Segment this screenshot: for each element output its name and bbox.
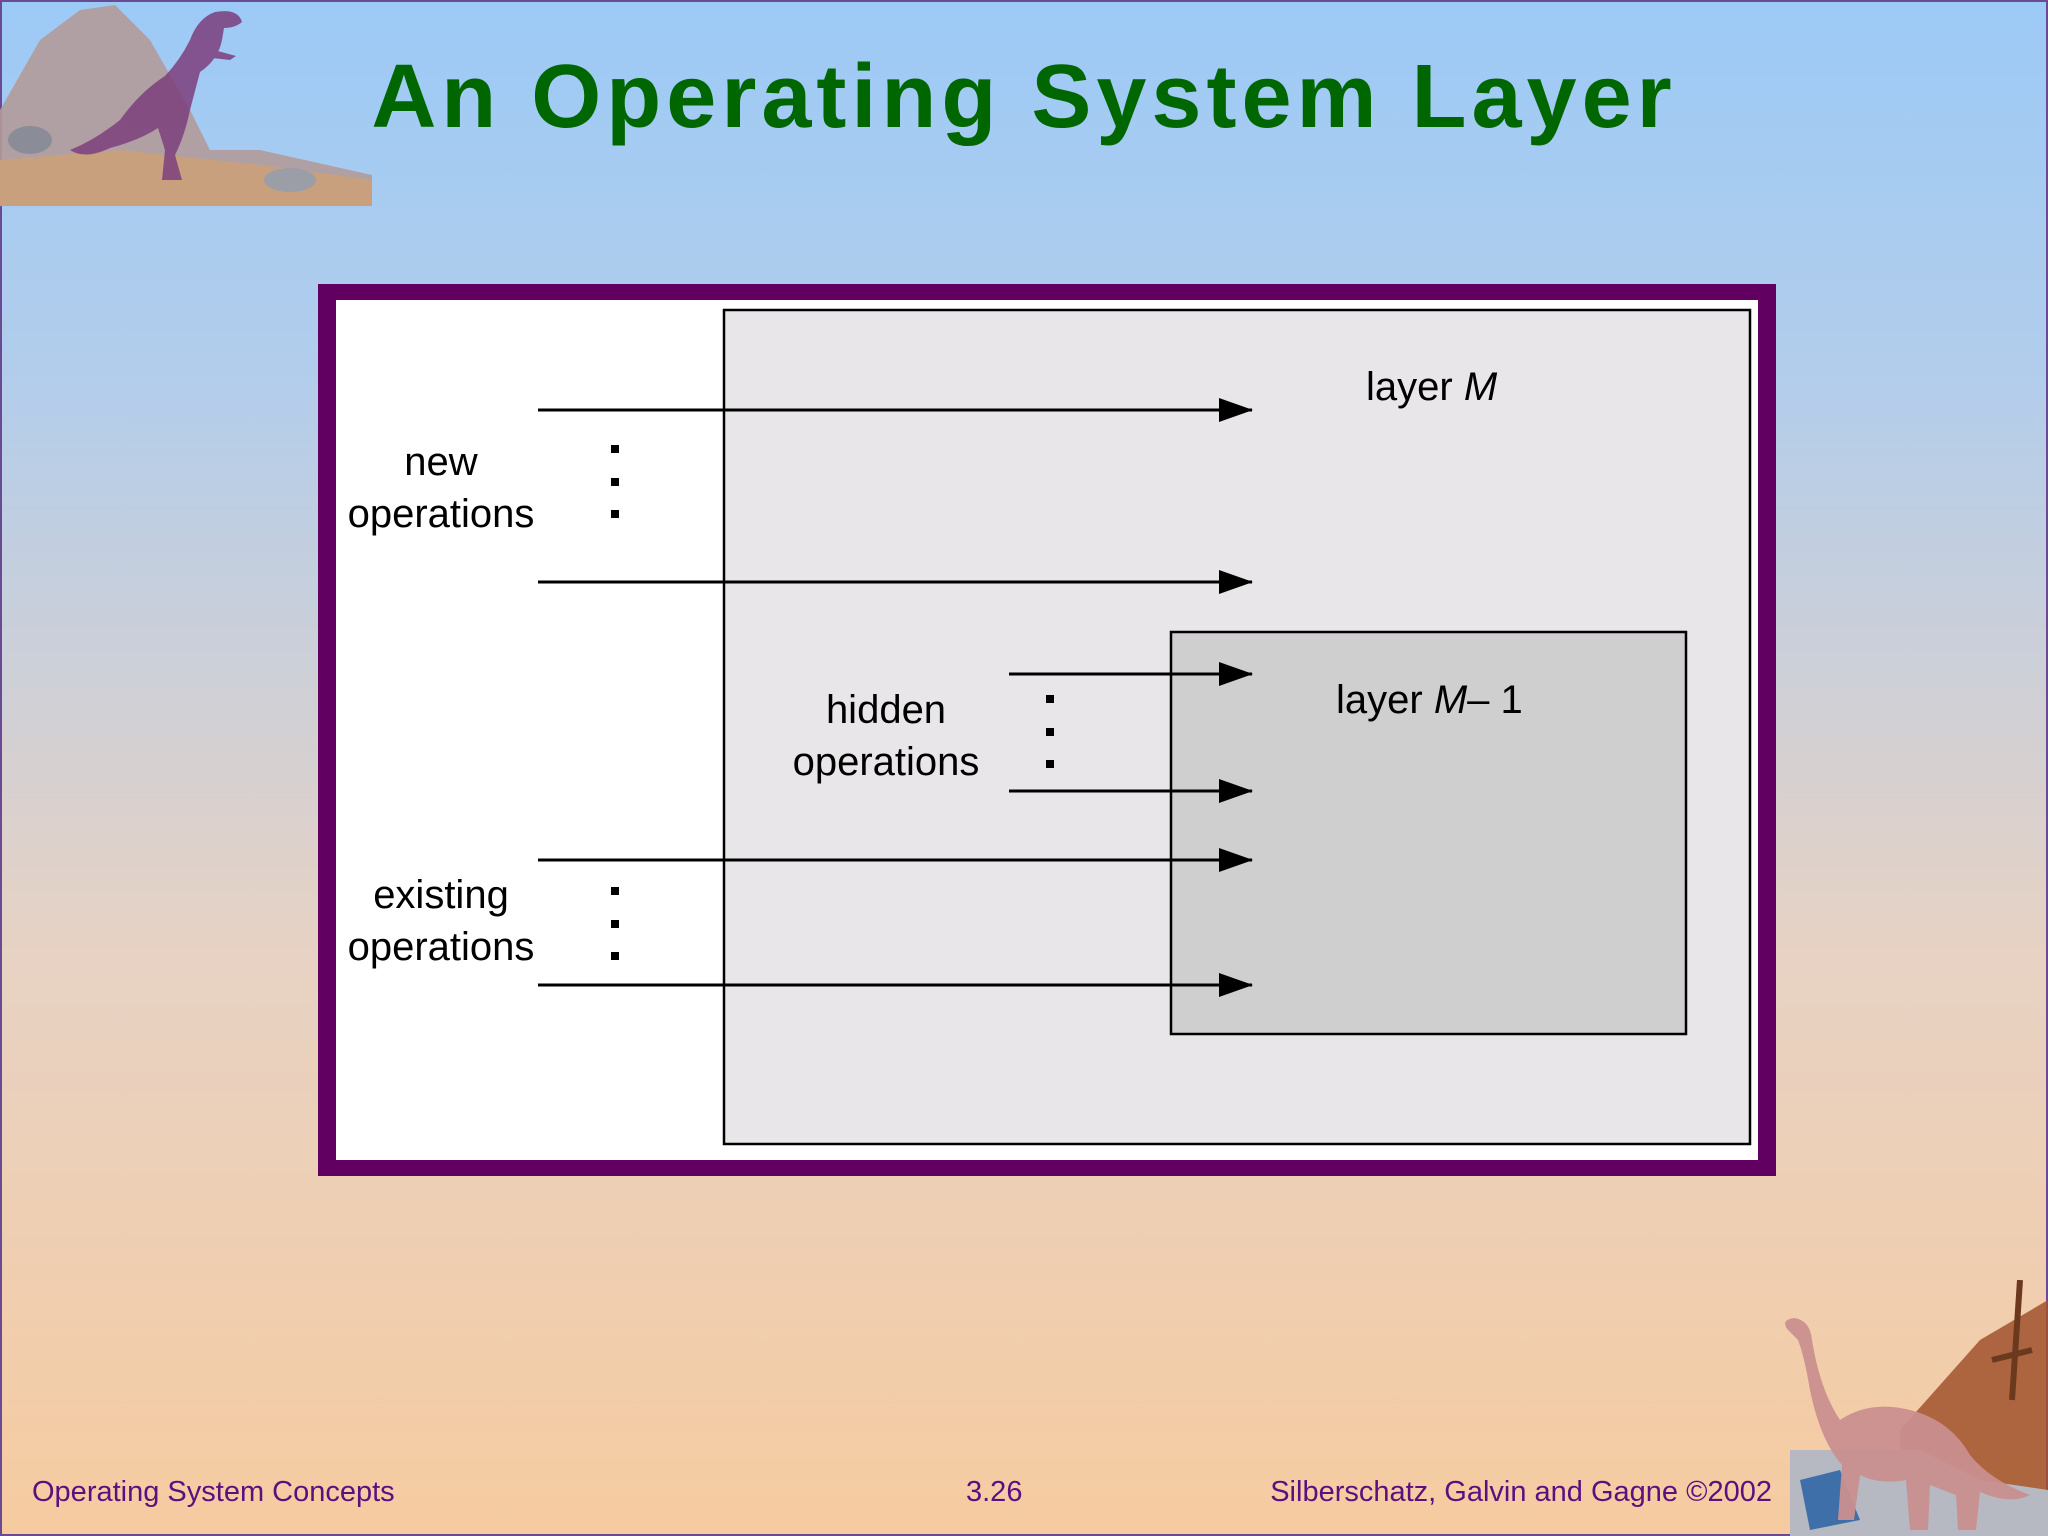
hidden-operations-ellipsis <box>1046 695 1054 768</box>
layer-m-label: layer M <box>1366 365 1498 409</box>
brontosaurus-dinosaur-illustration <box>1785 1280 2048 1536</box>
footer-authors-copyright: Silberschatz, Galvin and Gagne ©2002 <box>1270 1476 1772 1508</box>
existing-operations-label-line2: operations <box>348 925 535 969</box>
new-operations-label-line2: operations <box>348 492 535 536</box>
existing-operations-ellipsis <box>611 887 619 960</box>
new-operations-ellipsis <box>611 445 619 518</box>
existing-operations-label-line1: existing <box>373 873 509 917</box>
diagram-frame: layer M layer M– 1 new operations hidden… <box>318 284 1776 1176</box>
footer-course-title: Operating System Concepts <box>32 1476 395 1508</box>
hidden-operations-label-line1: hidden <box>826 688 946 732</box>
new-operations-label-line1: new <box>404 440 477 484</box>
trex-dinosaur-illustration <box>0 5 372 206</box>
layer-diagram: layer M layer M– 1 new operations hidden… <box>336 300 1758 1160</box>
footer-slide-number: 3.26 <box>966 1476 1023 1508</box>
layer-m-minus-1-box <box>1169 630 1688 1036</box>
layer-m-minus-1-label: layer M– 1 <box>1336 678 1523 722</box>
hidden-operations-label-line2: operations <box>793 740 980 784</box>
slide-title: An Operating System Layer <box>371 47 1677 147</box>
